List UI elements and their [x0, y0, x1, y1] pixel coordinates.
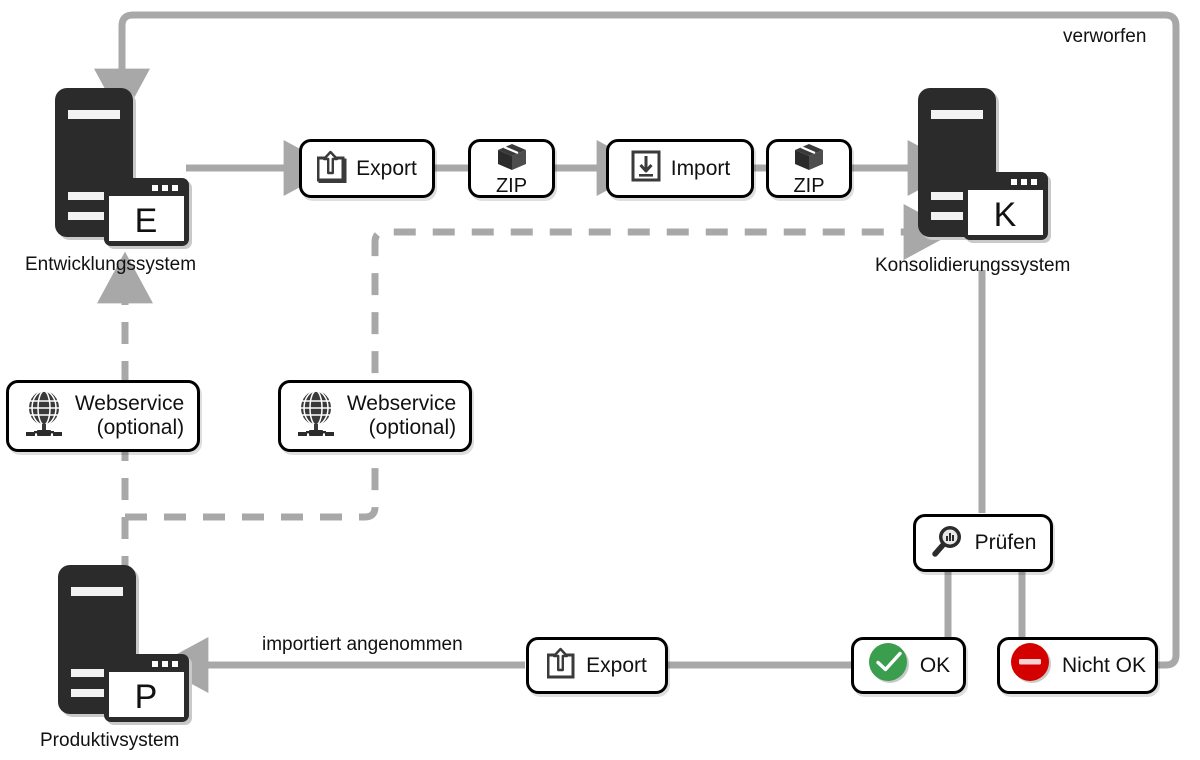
window-icon-p: P	[104, 654, 196, 728]
export-box-top[interactable]: Export	[299, 139, 435, 198]
zip-box-two[interactable]: ZIP	[766, 139, 852, 198]
export-icon	[546, 646, 577, 685]
export-icon	[316, 149, 347, 188]
system-letter-e: E	[135, 202, 158, 240]
edge-label-verworfen: verworfen	[1059, 26, 1151, 48]
check-circle-icon	[867, 641, 911, 690]
ok-box[interactable]: OK	[851, 637, 966, 694]
zip-package-icon	[792, 142, 826, 177]
window-icon-e: E	[104, 178, 196, 252]
window-icon-k: K	[963, 172, 1055, 246]
system-label-entwicklung: Entwicklungssystem	[25, 254, 197, 275]
edge-webservice-mid-dashed	[125, 204, 956, 521]
pruefen-box[interactable]: Prüfen	[913, 514, 1053, 572]
ok-box-label: OK	[919, 653, 951, 677]
system-label-konsolidierung: Konsolidierungssystem	[875, 255, 1071, 276]
zip-box-one[interactable]: ZIP	[468, 139, 555, 198]
export-box-top-label: Export	[356, 156, 417, 180]
system-label-produktiv: Produktivsystem	[40, 730, 180, 751]
export-box-bottom[interactable]: Export	[526, 637, 668, 694]
globe-network-icon	[294, 388, 338, 445]
nicht-ok-box-label: Nicht OK	[1061, 653, 1147, 677]
import-box-top-label: Import	[670, 156, 731, 180]
system-letter-p: P	[135, 678, 158, 716]
webservice-box-left-label: Webservice (optional)	[74, 392, 185, 439]
pruefen-box-label: Prüfen	[974, 531, 1037, 555]
system-letter-k: K	[994, 196, 1017, 234]
globe-network-icon	[22, 388, 66, 445]
edge-verworfen	[94, 11, 1180, 669]
edge-label-importiert-angenommen: importiert angenommen	[258, 634, 467, 656]
import-icon	[630, 149, 662, 188]
zip-box-two-label: ZIP	[793, 174, 825, 197]
webservice-box-mid-label: Webservice (optional)	[346, 392, 457, 439]
magnifier-chart-icon	[930, 523, 966, 564]
import-box-top[interactable]: Import	[606, 139, 754, 198]
minus-circle-icon	[1009, 641, 1053, 690]
zip-box-one-label: ZIP	[495, 174, 528, 197]
export-box-bottom-label: Export	[586, 653, 647, 677]
webservice-box-mid[interactable]: Webservice (optional)	[278, 380, 472, 452]
zip-package-icon	[495, 142, 529, 177]
nicht-ok-box[interactable]: Nicht OK	[997, 637, 1158, 694]
webservice-box-left[interactable]: Webservice (optional)	[6, 380, 200, 452]
